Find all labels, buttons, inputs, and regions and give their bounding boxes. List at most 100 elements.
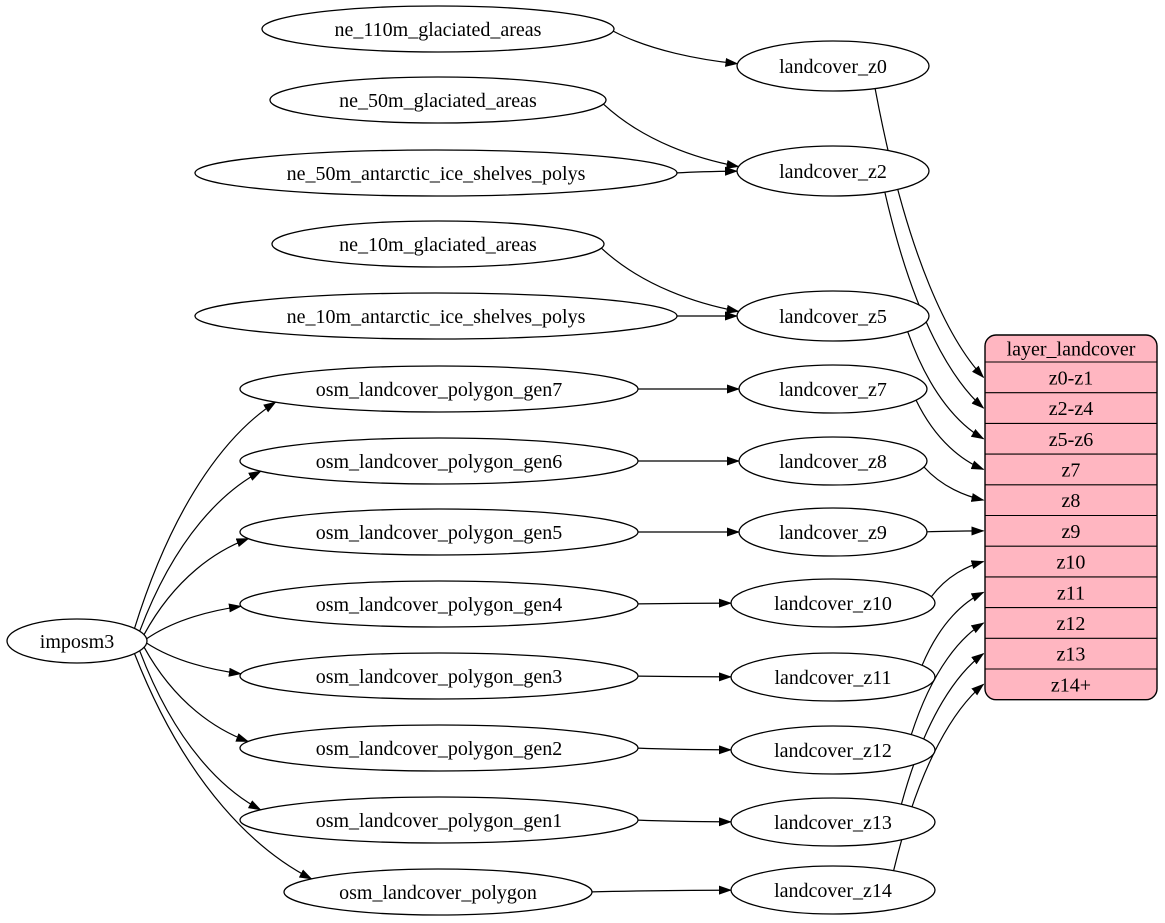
- node-osm_landcover_polygon_gen3: osm_landcover_polygon_gen3: [239, 652, 639, 700]
- node-ellipse: [730, 865, 936, 915]
- node-label: landcover_z5: [779, 306, 887, 328]
- node-label: ne_110m_glaciated_areas: [335, 19, 542, 41]
- node-ellipse: [736, 145, 930, 197]
- node-ellipse: [194, 292, 678, 340]
- edge-landcover_z8-to-row-z8: [923, 466, 985, 502]
- node-ellipse: [730, 652, 936, 702]
- node-landcover_z14: landcover_z14: [730, 865, 936, 915]
- table-title: layer_landcover: [1007, 339, 1136, 361]
- edge-osm_landcover_polygon_gen1-to-landcover_z13: [637, 817, 732, 827]
- table-layer_landcover: layer_landcoverz0-z1z2-z4z5-z6z7z8z9z10z…: [984, 334, 1158, 701]
- node-label: osm_landcover_polygon_gen7: [316, 379, 563, 401]
- node-label: landcover_z2: [779, 161, 887, 183]
- node-osm_landcover_polygon_gen2: osm_landcover_polygon_gen2: [239, 724, 639, 772]
- edge-landcover_z5-to-row-z5-z6: [907, 331, 985, 440]
- node-ellipse: [239, 365, 639, 413]
- node-label: ne_50m_antarctic_ice_shelves_polys: [287, 163, 586, 185]
- node-ne_50m_glaciated_areas: ne_50m_glaciated_areas: [269, 76, 607, 124]
- node-label: landcover_z11: [775, 667, 892, 689]
- edge-landcover_z14-to-row-z14+: [893, 683, 985, 871]
- table-row-z12: z12: [1057, 613, 1086, 635]
- edges-layer: [133, 30, 985, 895]
- node-ellipse: [730, 578, 936, 628]
- edge-landcover_z12-to-row-z12: [910, 622, 985, 735]
- node-label: landcover_z9: [779, 522, 887, 544]
- edge-landcover_z7-to-row-z7: [915, 399, 985, 470]
- table-outline: [984, 334, 1158, 701]
- node-label: osm_landcover_polygon_gen1: [316, 810, 563, 832]
- edge-imposm3-to-osm_landcover_polygon_gen7: [133, 401, 277, 629]
- node-ellipse: [269, 76, 607, 124]
- edge-imposm3-to-osm_landcover_polygon_gen6: [139, 470, 262, 632]
- node-ne_50m_antarctic_ice_shelves_polys: ne_50m_antarctic_ice_shelves_polys: [194, 149, 678, 197]
- node-ellipse: [730, 725, 936, 775]
- edge-landcover_z2-to-row-z2-z4: [884, 191, 985, 409]
- node-ellipse: [239, 580, 639, 628]
- node-landcover_z2: landcover_z2: [736, 145, 930, 197]
- node-osm_landcover_polygon: osm_landcover_polygon: [283, 868, 593, 916]
- table-row-z10: z10: [1057, 552, 1086, 574]
- node-ellipse: [239, 796, 639, 844]
- edge-imposm3-to-osm_landcover_polygon_gen4: [146, 603, 242, 640]
- node-ellipse: [239, 508, 639, 556]
- node-ellipse: [730, 797, 936, 847]
- nodes-layer: imposm3 ne_110m_glaciated_areas ne_50m_gla…: [6, 5, 936, 916]
- node-label: landcover_z13: [774, 812, 892, 834]
- node-label: ne_50m_glaciated_areas: [339, 90, 537, 112]
- node-label: landcover_z0: [779, 56, 887, 78]
- edge-ne_110m_glaciated_areas-to-landcover_z0: [612, 30, 739, 67]
- table-row-z2-z4: z2-z4: [1049, 398, 1093, 420]
- node-ellipse: [271, 220, 605, 268]
- node-ellipse: [239, 652, 639, 700]
- table-layer: layer_landcoverz0-z1z2-z4z5-z6z7z8z9z10z…: [984, 334, 1158, 701]
- node-landcover_z13: landcover_z13: [730, 797, 936, 847]
- table-row-z13: z13: [1057, 644, 1086, 666]
- node-label: ne_10m_antarctic_ice_shelves_polys: [287, 306, 586, 328]
- edge-landcover_z11-to-row-z11: [921, 591, 985, 666]
- node-imposm3: imposm3: [6, 618, 148, 664]
- node-ellipse: [239, 437, 639, 485]
- node-ellipse: [6, 618, 148, 664]
- edge-osm_landcover_polygon-to-landcover_z14: [591, 885, 732, 895]
- node-ellipse: [738, 507, 928, 557]
- node-landcover_z10: landcover_z10: [730, 578, 936, 628]
- node-ellipse: [736, 290, 930, 342]
- edge-imposm3-to-osm_landcover_polygon_gen3: [146, 642, 242, 677]
- node-landcover_z9: landcover_z9: [738, 507, 928, 557]
- node-ellipse: [736, 40, 930, 92]
- edge-landcover_z13-to-row-z13: [900, 653, 985, 805]
- edge-imposm3-to-osm_landcover_polygon_gen2: [143, 646, 250, 743]
- node-ellipse: [194, 149, 678, 197]
- edge-landcover_z9-to-row-z9: [926, 526, 985, 536]
- node-label: osm_landcover_polygon_gen3: [316, 666, 563, 688]
- node-label: osm_landcover_polygon_gen4: [316, 594, 563, 616]
- edge-osm_landcover_polygon_gen2-to-landcover_z12: [637, 745, 732, 755]
- node-ellipse: [283, 868, 593, 916]
- node-label: osm_landcover_polygon_gen5: [316, 522, 563, 544]
- node-osm_landcover_polygon_gen7: osm_landcover_polygon_gen7: [239, 365, 639, 413]
- node-ellipse: [261, 5, 615, 53]
- table-row-z8: z8: [1062, 490, 1081, 512]
- node-label: landcover_z14: [774, 880, 892, 902]
- table-row-z11: z11: [1057, 582, 1085, 604]
- edge-ne_50m_glaciated_areas-to-landcover_z2: [602, 103, 740, 169]
- node-osm_landcover_polygon_gen5: osm_landcover_polygon_gen5: [239, 508, 639, 556]
- node-label: imposm3: [40, 631, 114, 653]
- node-label: osm_landcover_polygon: [339, 882, 537, 904]
- table-row-z7: z7: [1062, 459, 1081, 481]
- node-landcover_z0: landcover_z0: [736, 40, 930, 92]
- node-ellipse: [738, 364, 928, 414]
- node-label: landcover_z7: [779, 379, 887, 401]
- edge-ne_50m_antarctic_ice_shelves_polys-to-landcover_z2: [676, 166, 738, 176]
- node-ellipse: [239, 724, 639, 772]
- edge-osm_landcover_polygon_gen4-to-landcover_z10: [637, 598, 732, 608]
- edge-osm_landcover_polygon_gen3-to-landcover_z11: [637, 672, 732, 682]
- node-landcover_z8: landcover_z8: [738, 436, 928, 486]
- table-row-z5-z6: z5-z6: [1049, 429, 1093, 451]
- node-label: landcover_z12: [774, 740, 892, 762]
- edge-imposm3-to-osm_landcover_polygon_gen5: [143, 538, 250, 635]
- node-osm_landcover_polygon_gen4: osm_landcover_polygon_gen4: [239, 580, 639, 628]
- node-label: ne_10m_glaciated_areas: [339, 234, 537, 256]
- node-osm_landcover_polygon_gen1: osm_landcover_polygon_gen1: [239, 796, 639, 844]
